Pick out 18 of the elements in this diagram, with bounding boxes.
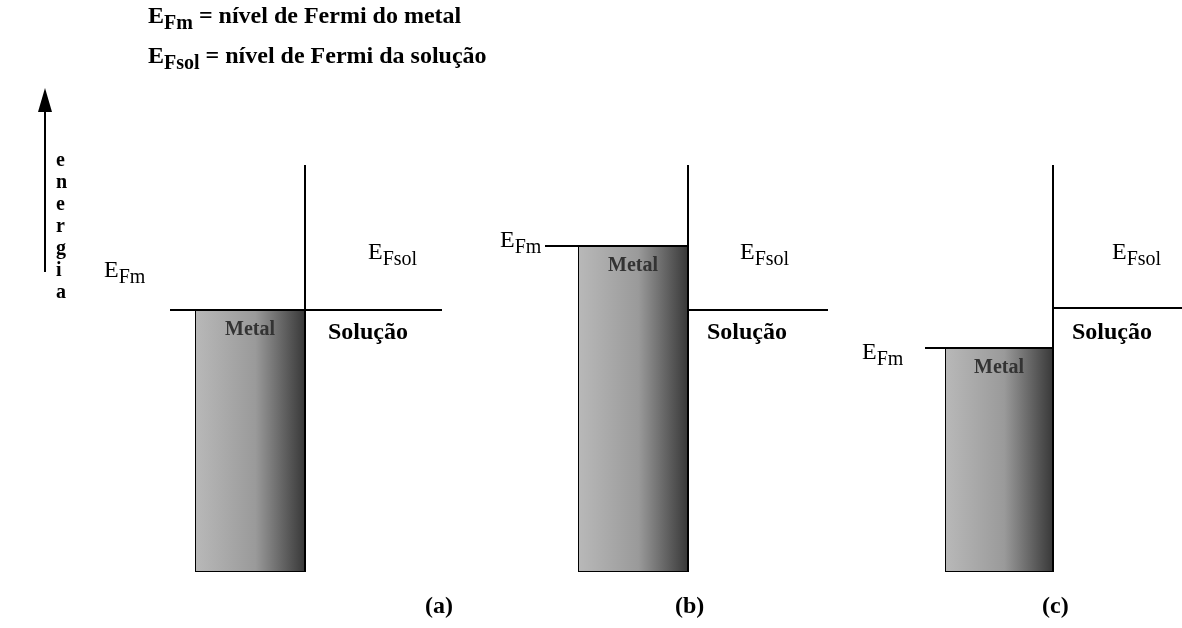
level-label: E$_{Fsol}$ bbox=[368, 238, 418, 270]
metal-bar: Metal bbox=[945, 348, 1053, 572]
panel-label: (a) bbox=[425, 592, 453, 619]
panel-label: (c) bbox=[1042, 592, 1069, 619]
definition-text: E$_{Fm}$ = nível de Fermi do metal bbox=[148, 2, 462, 34]
region-label: Solução bbox=[707, 318, 787, 345]
panel-label: (b) bbox=[675, 592, 705, 619]
region-label: Solução bbox=[328, 318, 408, 345]
axis-label: energia bbox=[56, 148, 69, 302]
level-label: E$_{Fm}$ bbox=[862, 338, 904, 370]
metal-bar: Metal bbox=[195, 310, 305, 572]
level-label: E$_{Fm}$ bbox=[104, 256, 146, 288]
level-label: E$_{Fsol}$ bbox=[1112, 238, 1162, 270]
level-label: E$_{Fm}$ bbox=[500, 226, 542, 258]
definition-text: E$_{Fsol}$ = nível de Fermi da solução bbox=[148, 42, 487, 74]
region-label: Solução bbox=[1072, 318, 1152, 345]
metal-bar: Metal bbox=[578, 246, 688, 572]
level-label: E$_{Fsol}$ bbox=[740, 238, 790, 270]
